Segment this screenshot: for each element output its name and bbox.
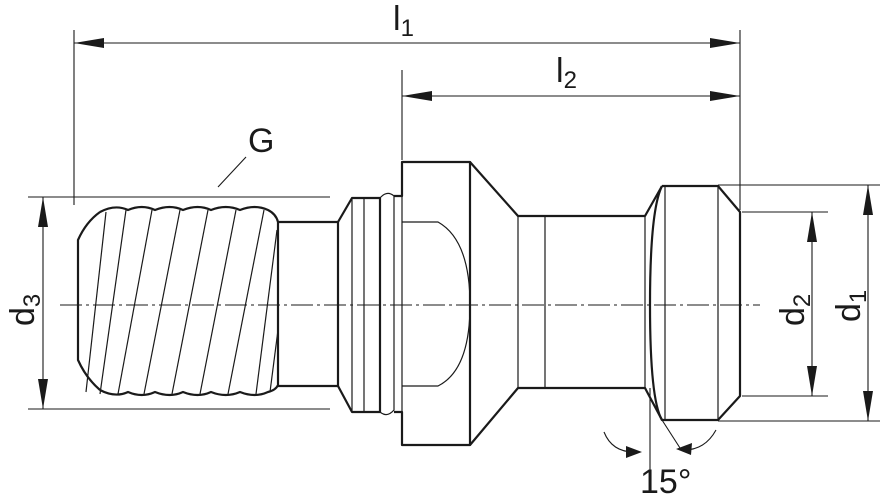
dimension-d3: d3 <box>4 197 48 409</box>
part-outline <box>76 160 742 447</box>
collar <box>394 160 472 447</box>
thread-outline <box>76 205 280 397</box>
inner-bore <box>402 221 471 387</box>
label-d1: d1 <box>830 290 872 322</box>
label-d2: d2 <box>774 294 816 326</box>
head <box>648 184 742 422</box>
label-d3: d3 <box>4 294 46 326</box>
thread-helix <box>85 209 279 395</box>
dimension-l2: l2 <box>402 52 740 101</box>
thread-callout: G <box>217 122 274 188</box>
dimension-d2: d2 <box>774 212 817 396</box>
label-l2: l2 <box>556 52 577 94</box>
angle-dimension: 15° <box>603 388 717 497</box>
taper <box>469 161 663 446</box>
ring <box>337 196 382 414</box>
dimension-d1: d1 <box>830 185 873 421</box>
label-l1: l1 <box>393 0 414 42</box>
neck <box>278 220 340 388</box>
extension-lines <box>28 30 880 422</box>
label-angle: 15° <box>640 463 691 497</box>
dimension-l1: l1 <box>74 0 740 48</box>
label-g: G <box>248 122 274 160</box>
